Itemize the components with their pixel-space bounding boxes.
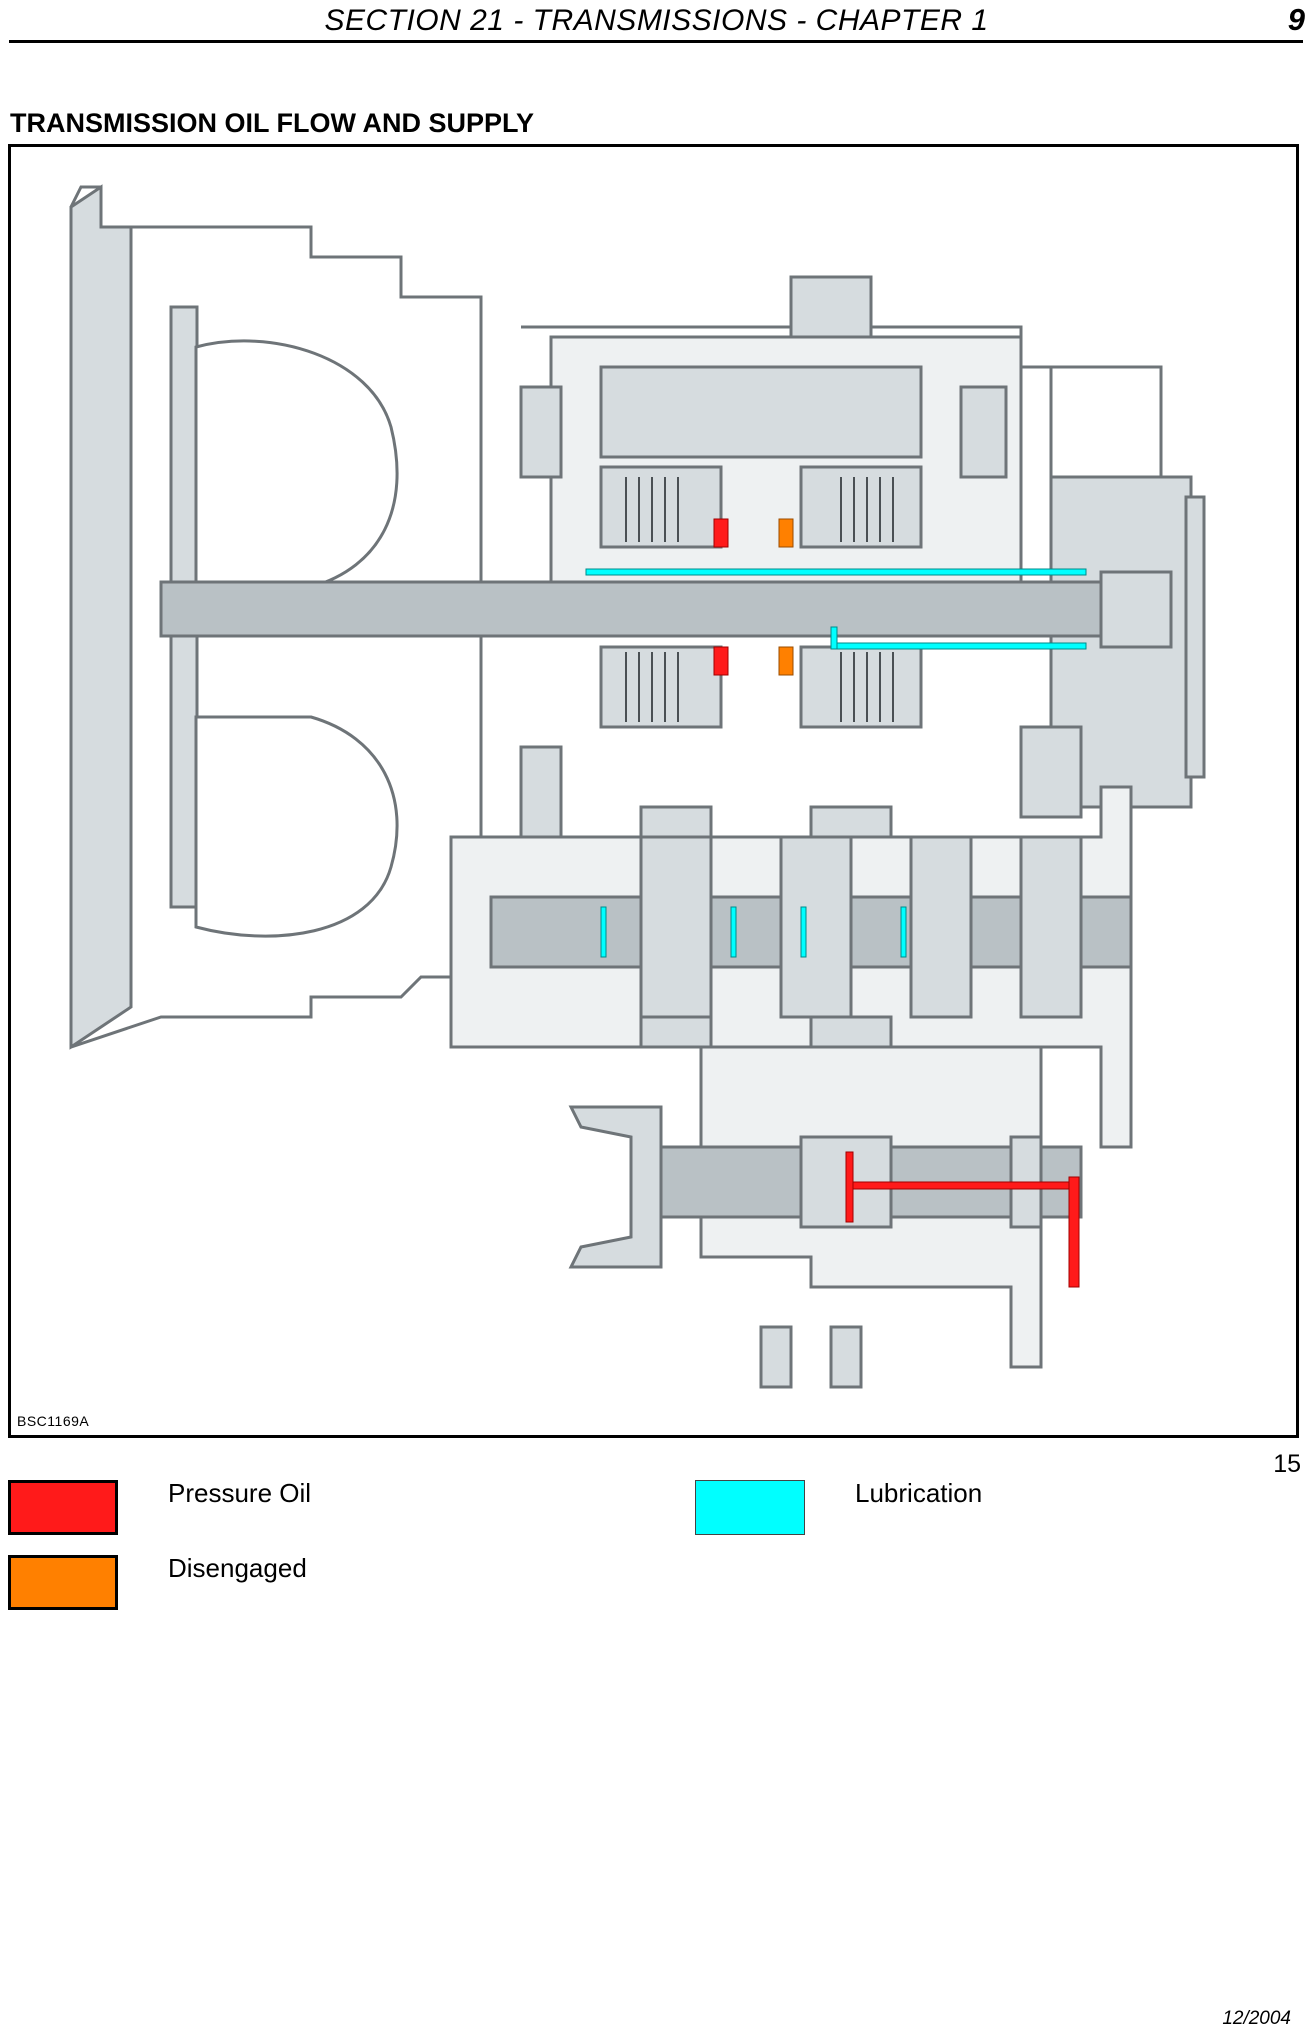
bearing-lower-right <box>1019 725 1083 819</box>
transmission-cross-section-diagram <box>69 184 1206 1389</box>
gear-left-2 <box>779 835 853 1019</box>
synchro-hub-left <box>639 805 713 839</box>
gear-right-1 <box>909 835 973 1019</box>
pressure-outlet <box>1068 1176 1080 1288</box>
section-heading: TRANSMISSION OIL FLOW AND SUPPLY <box>10 108 535 138</box>
pressure-piston-upper <box>713 518 729 548</box>
upper-gear-drum <box>599 365 923 459</box>
lube-gear-2 <box>730 906 737 958</box>
section-title: SECTION 21 - TRANSMISSIONS - CHAPTER 1 <box>324 4 989 37</box>
clutch-pack-right-upper <box>799 465 923 549</box>
bearing-upper-right <box>959 385 1008 479</box>
lube-gear-1 <box>600 906 607 958</box>
pressure-passage-horizontal <box>845 1181 1077 1190</box>
header-rule <box>9 40 1303 43</box>
lube-gear-4 <box>900 906 907 958</box>
pressure-oil-label: Pressure Oil <box>168 1478 312 1508</box>
lube-passage-riser <box>830 626 838 650</box>
lube-passage-lower <box>830 642 1087 650</box>
pressure-passage-vertical <box>845 1151 854 1223</box>
disengaged-piston-lower <box>778 646 794 676</box>
synchro-hub-right <box>809 805 893 839</box>
bottom-boss-left <box>759 1325 793 1389</box>
synchro-hub-left-bottom <box>639 1015 713 1049</box>
figure-number: 15 <box>1273 1450 1301 1478</box>
pressure-piston-lower <box>713 646 729 676</box>
figure-frame: BSC1169A <box>8 144 1299 1438</box>
lubrication-label: Lubrication <box>855 1478 983 1508</box>
bearing-upper-left <box>519 385 563 479</box>
page-number: 9 <box>1287 2 1305 37</box>
clutch-pack-right-lower <box>799 645 923 729</box>
gear-right-2 <box>1019 835 1083 1019</box>
left-housing-wall <box>69 184 133 1050</box>
pressure-oil-swatch <box>8 1480 118 1535</box>
converter-lower <box>194 715 399 938</box>
clutch-pack-left-lower <box>599 645 723 729</box>
footer-date: 12/2004 <box>1222 2008 1291 2029</box>
disengaged-piston-upper <box>778 518 794 548</box>
lube-passage-upper <box>585 568 1087 576</box>
output-yoke <box>568 1105 663 1269</box>
lube-gear-3 <box>800 906 807 958</box>
top-boss <box>789 275 873 339</box>
shaft-end-coupling <box>1099 570 1173 649</box>
disengaged-label: Disengaged <box>168 1553 307 1583</box>
converter-upper <box>194 339 399 589</box>
lubrication-swatch <box>695 1480 805 1535</box>
bearing-lower-left <box>519 745 563 839</box>
gear-left-1 <box>639 835 713 1019</box>
bottom-boss-right <box>829 1325 863 1389</box>
clutch-pack-left-upper <box>599 465 723 549</box>
disengaged-swatch <box>8 1555 118 1610</box>
input-shaft <box>159 580 1113 638</box>
figure-code: BSC1169A <box>17 1413 90 1429</box>
right-output-flange <box>1184 495 1206 779</box>
synchro-hub-right-bottom <box>809 1015 893 1049</box>
